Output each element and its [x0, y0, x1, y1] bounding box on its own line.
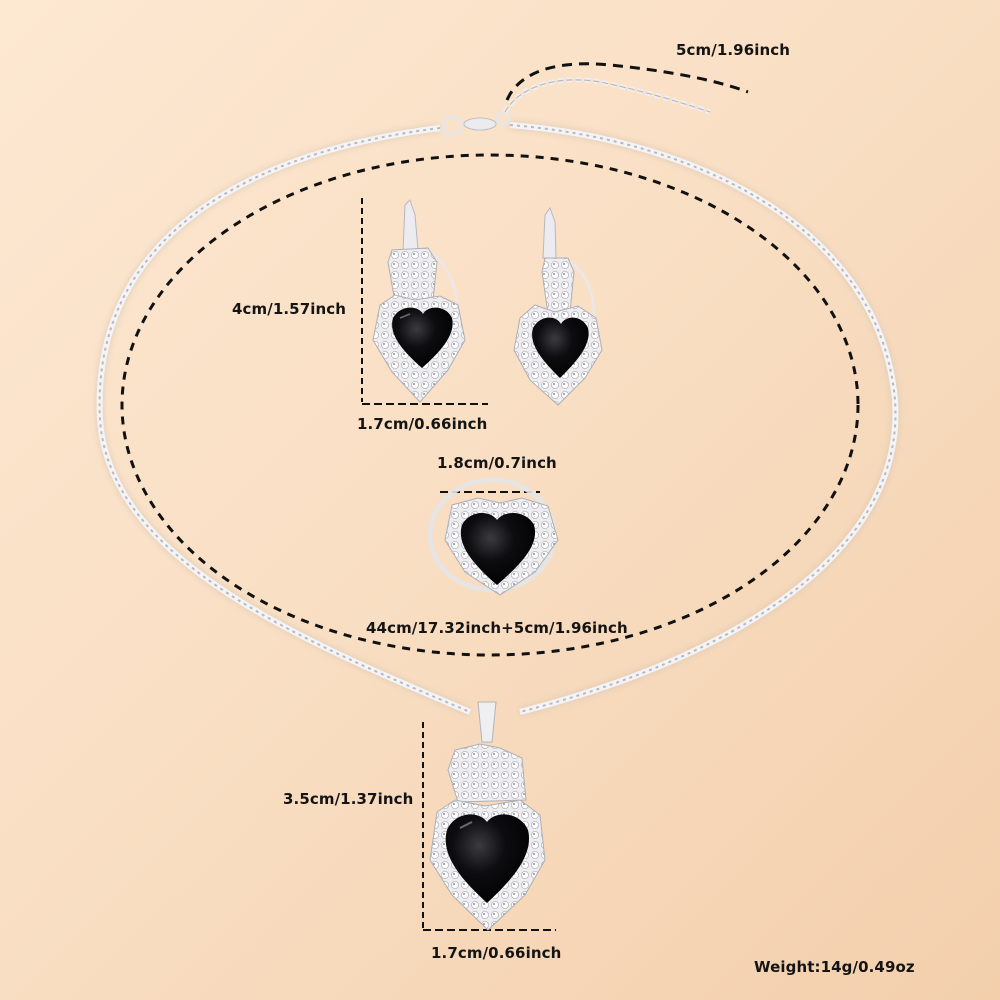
earring-height-label: 4cm/1.57inch [232, 300, 347, 318]
pendant [429, 701, 546, 931]
pendant-height-label: 3.5cm/1.37inch [283, 790, 414, 808]
necklace-clasp-extender [441, 77, 711, 137]
pendant-width-label: 1.7cm/0.66inch [431, 944, 562, 962]
earring-width-label: 1.7cm/0.66inch [357, 415, 488, 433]
necklace-length-ellipse [120, 153, 860, 657]
weight-label: Weight:14g/0.49oz [754, 958, 915, 976]
earring-right [513, 206, 603, 406]
ring [427, 477, 559, 596]
necklace-chain [95, 120, 900, 717]
ring-width-label: 1.8cm/0.7inch [437, 454, 557, 472]
measurement-lines [120, 62, 860, 931]
extender-length-label: 5cm/1.96inch [676, 41, 791, 59]
earring-left [372, 199, 466, 403]
necklace-length-label: 44cm/17.32inch+5cm/1.96inch [366, 619, 628, 637]
